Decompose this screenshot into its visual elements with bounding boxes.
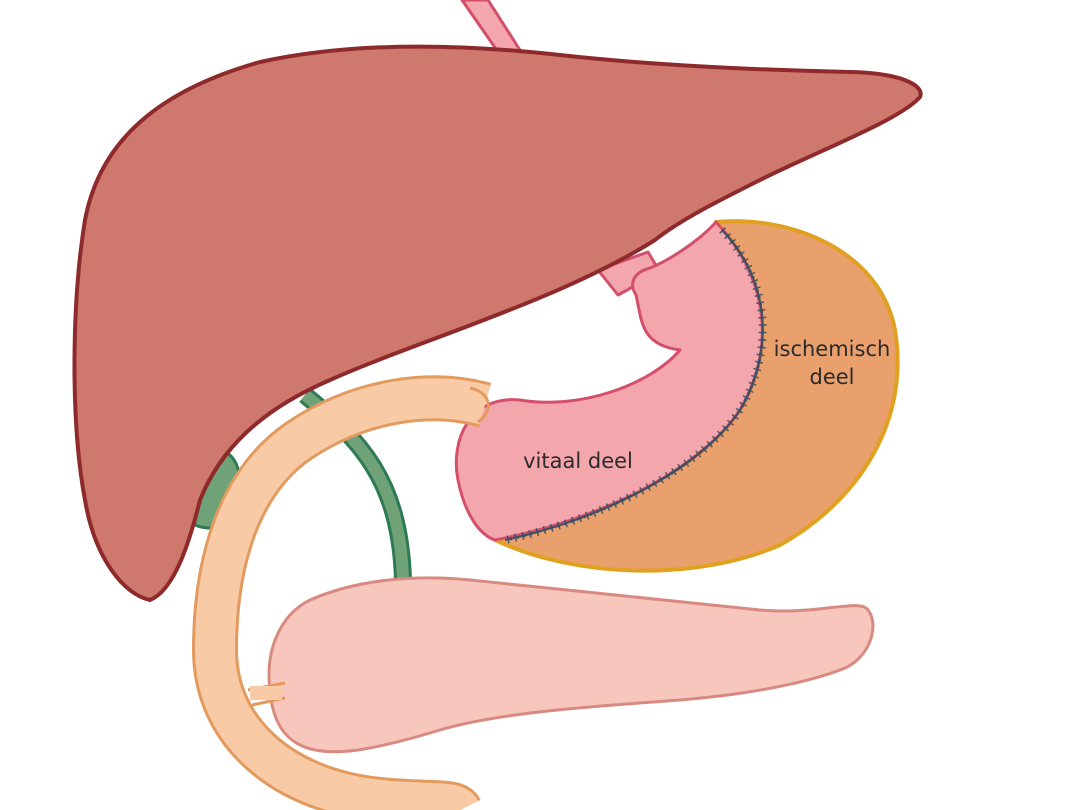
- pylorus: [469, 386, 490, 424]
- ischemic-part-label-line2: deel: [809, 365, 854, 389]
- ischemic-part-label-line1: ischemisch: [774, 337, 891, 361]
- duodenum: [194, 378, 491, 810]
- liver: [72, 44, 923, 602]
- pancreas: [267, 576, 875, 754]
- vital-part-label: vitaal deel: [523, 449, 633, 473]
- suture-ticks: [504, 227, 767, 544]
- pancreatic-duct-fill: [250, 686, 282, 700]
